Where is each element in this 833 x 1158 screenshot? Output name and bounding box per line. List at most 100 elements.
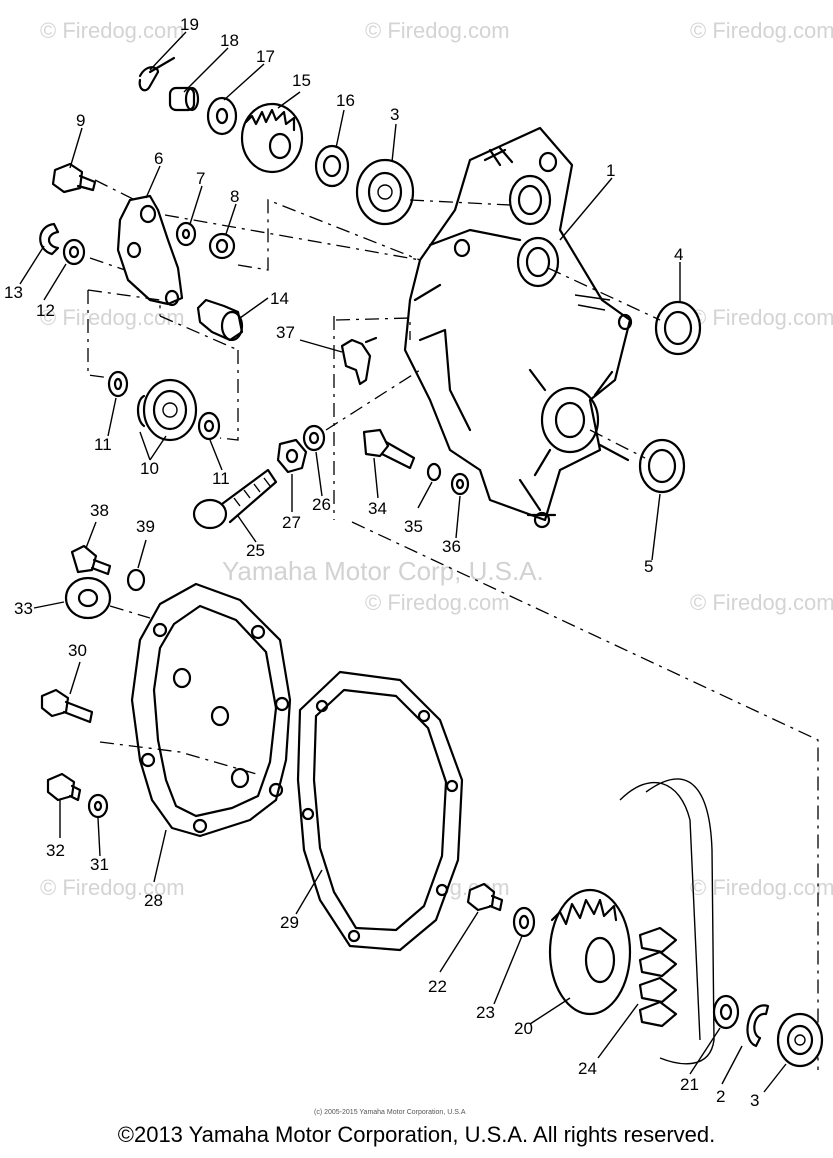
sprocket-20	[548, 888, 632, 1016]
cotter-pin-19	[138, 56, 176, 92]
callout-20: 20	[514, 1019, 533, 1038]
chain-case-cover-28	[99, 582, 292, 838]
collar-16	[314, 144, 350, 188]
callout-9: 9	[76, 111, 85, 130]
callout-3: 3	[390, 105, 399, 124]
callout-19: 19	[180, 15, 199, 34]
washer-11-right	[197, 411, 221, 441]
callout-8: 8	[230, 187, 239, 206]
circlip-2	[746, 1004, 770, 1048]
washer-35	[426, 462, 442, 482]
washer-23	[512, 906, 536, 938]
nut-27	[276, 438, 308, 474]
watermark-firedog: © Firedog.com	[40, 18, 185, 43]
bearing-3-bottom	[776, 1012, 824, 1068]
oil-seal-5	[589, 429, 686, 494]
callout-27: 27	[282, 513, 301, 532]
washer-12	[62, 238, 126, 271]
callout-3-bottom: 3	[750, 1091, 759, 1110]
washer-36	[450, 472, 470, 496]
bracket-6	[94, 179, 421, 307]
callout-29: 29	[280, 913, 299, 932]
callout-36: 36	[442, 537, 461, 556]
callout-17: 17	[256, 47, 275, 66]
callout-23: 23	[476, 1003, 495, 1022]
case-bearing-bore-mid	[516, 236, 560, 288]
collar-8	[208, 199, 421, 271]
callout-21: 21	[680, 1075, 699, 1094]
callout-31: 31	[90, 855, 109, 874]
bearing-10	[136, 378, 198, 442]
callout-10: 10	[140, 459, 159, 478]
collar-18	[168, 86, 200, 112]
callout-34: 34	[368, 499, 387, 518]
watermark-firedog: © Firedog.com	[365, 18, 510, 43]
washer-21	[712, 994, 740, 1030]
bolt-34	[362, 428, 416, 470]
washer-31	[87, 793, 109, 819]
watermark-firedog: © Firedog.com	[690, 590, 833, 615]
circlip-13	[39, 222, 60, 256]
watermark-firedog: © Firedog.com	[365, 590, 510, 615]
callout-33: 33	[14, 599, 33, 618]
callout-30: 30	[68, 641, 87, 660]
washer-26	[302, 369, 421, 452]
bolt-22	[466, 882, 504, 912]
callout-11-right: 11	[212, 469, 230, 488]
callout-labels: 19 18 17 15 16 3 1 4 5 9 6 7 8 13 12 14 …	[4, 15, 759, 1110]
bolt-32	[46, 772, 82, 802]
callout-26: 26	[312, 495, 331, 514]
oil-seal-4	[547, 267, 702, 356]
callout-22: 22	[428, 977, 447, 996]
callout-37: 37	[276, 323, 295, 342]
watermark-firedog: © Firedog.com	[40, 305, 185, 330]
bolt-25	[192, 468, 278, 530]
washer-39	[126, 568, 146, 592]
callout-28: 28	[144, 891, 163, 910]
callout-13: 13	[4, 283, 23, 302]
washer-7	[175, 221, 197, 247]
callout-15: 15	[292, 71, 311, 90]
callout-2: 2	[716, 1087, 725, 1106]
gear-case-housing	[403, 126, 633, 529]
watermark-yamaha: Yamaha Motor Corp, U.S.A.	[222, 556, 544, 586]
watermark-firedog: © Firedog.com	[40, 875, 185, 900]
callout-35: 35	[404, 517, 423, 536]
callout-38: 38	[90, 501, 109, 520]
callout-5: 5	[644, 557, 653, 576]
callout-24: 24	[578, 1059, 597, 1078]
grease-fitting-37	[335, 317, 411, 386]
watermark-firedog: © Firedog.com	[690, 18, 833, 43]
callout-25: 25	[246, 541, 265, 560]
bolt-9	[51, 162, 97, 194]
callout-4: 4	[674, 245, 683, 264]
bolt-30	[40, 688, 94, 724]
callout-16: 16	[336, 91, 355, 110]
chain-24	[619, 778, 715, 1065]
watermark-firedog: © Firedog.com	[690, 305, 833, 330]
callout-39: 39	[136, 517, 155, 536]
gasket-29	[296, 670, 464, 952]
watermark-firedog: © Firedog.com	[690, 875, 833, 900]
callout-7: 7	[196, 169, 205, 188]
case-bearing-bore-top	[508, 174, 552, 226]
copyright-footer: ©2013 Yamaha Motor Corporation, U.S.A. A…	[117, 1122, 716, 1147]
washer-17	[206, 96, 238, 136]
shaft-14	[196, 298, 244, 342]
callout-12: 12	[36, 301, 55, 320]
bolt-38	[70, 544, 112, 576]
leader-lines	[19, 31, 787, 1093]
gear-15	[240, 102, 304, 174]
callout-6: 6	[154, 149, 163, 168]
callout-14: 14	[270, 289, 289, 308]
washer-11-left	[107, 370, 129, 398]
callout-11-left: 11	[94, 435, 112, 454]
small-copyright: (c) 2005-2015 Yamaha Motor Corporation, …	[314, 1109, 466, 1116]
tensioner-33	[64, 576, 151, 620]
callout-18: 18	[220, 31, 239, 50]
bearing-3-top	[355, 158, 511, 226]
case-bearing-bore-bottom	[540, 386, 600, 454]
callout-32: 32	[46, 841, 65, 860]
callout-1: 1	[606, 161, 615, 180]
